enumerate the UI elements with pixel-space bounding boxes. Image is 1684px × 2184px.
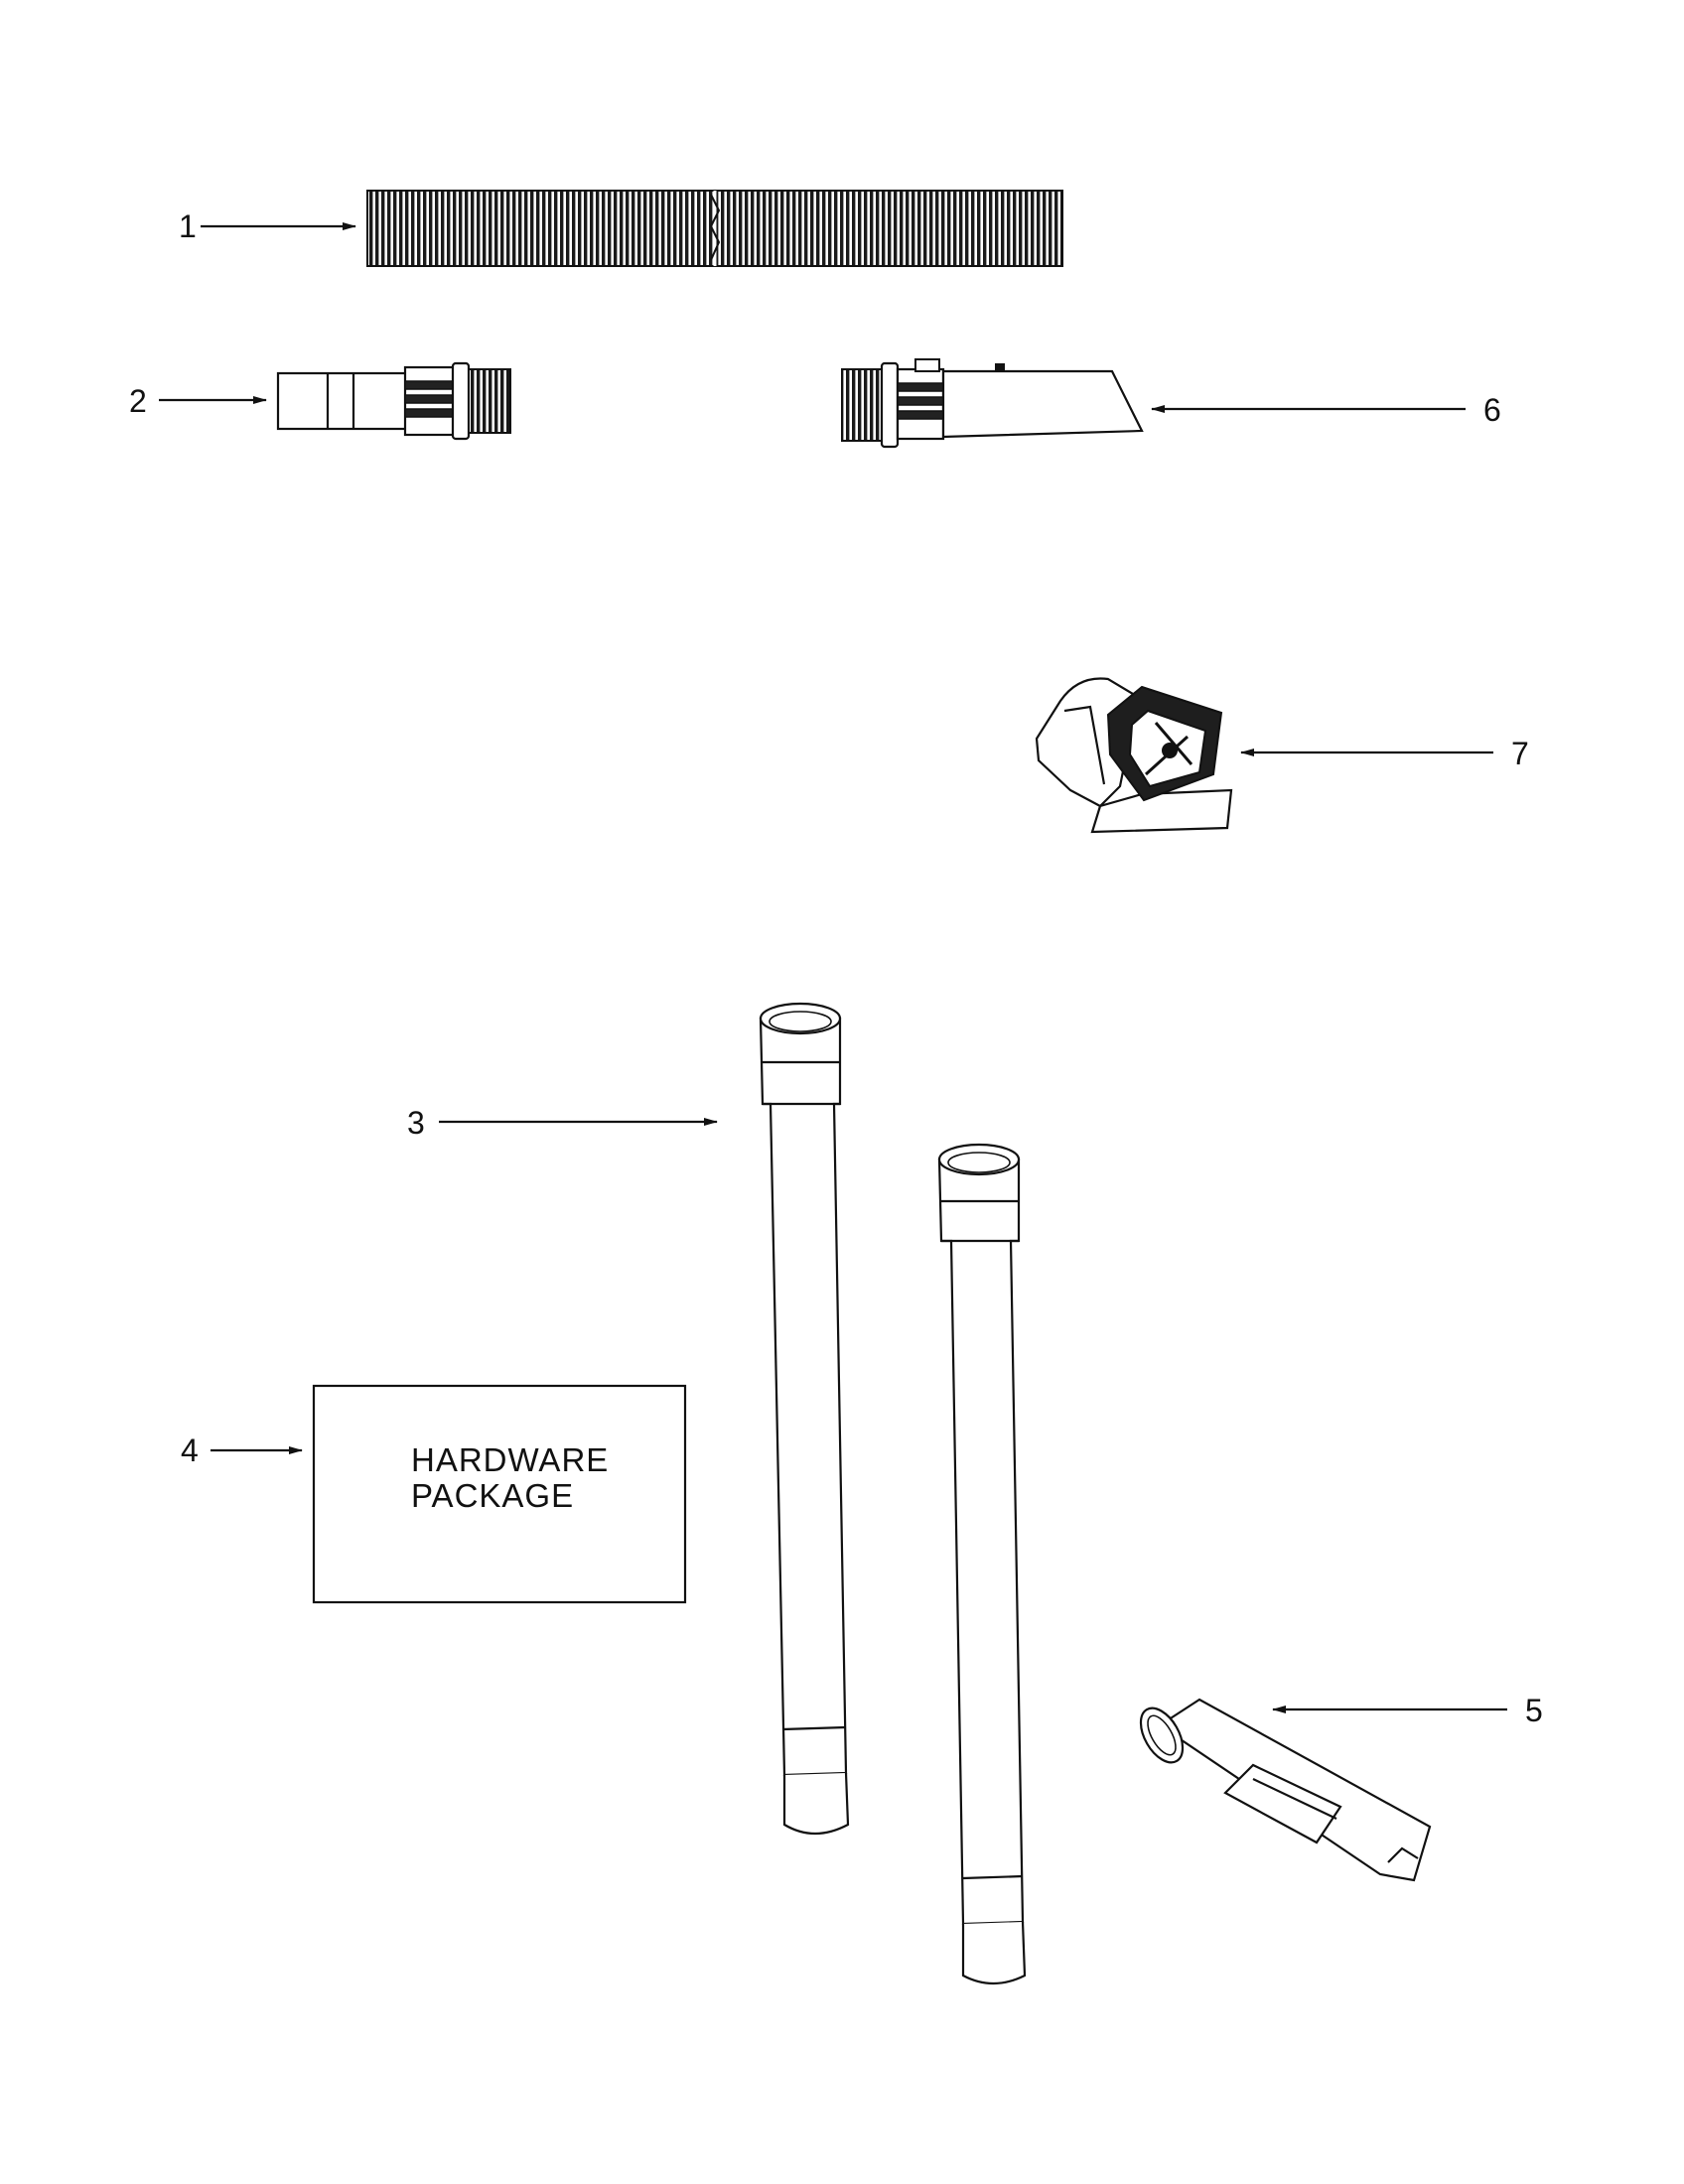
callout-3: 3 bbox=[407, 1105, 718, 1141]
dusting-brush-part bbox=[1035, 677, 1233, 834]
callout-1: 1 bbox=[179, 208, 356, 244]
hardware-package-line1: HARDWARE bbox=[411, 1441, 609, 1478]
hose-end-nozzle-part bbox=[841, 358, 1144, 449]
crevice-tool-part bbox=[1139, 1698, 1432, 1882]
hardware-package-line2: PACKAGE bbox=[411, 1477, 574, 1514]
callout-4-label: 4 bbox=[181, 1433, 199, 1468]
callout-6: 6 bbox=[1151, 392, 1501, 428]
hardware-package-part: HARDWARE PACKAGE bbox=[312, 1384, 687, 1604]
callout-6-label: 6 bbox=[1483, 392, 1501, 428]
callout-2: 2 bbox=[129, 383, 267, 419]
callout-5-label: 5 bbox=[1525, 1693, 1543, 1728]
callout-7: 7 bbox=[1240, 736, 1529, 771]
callout-4: 4 bbox=[181, 1433, 303, 1468]
callout-5: 5 bbox=[1272, 1693, 1543, 1728]
callout-1-label: 1 bbox=[179, 208, 197, 244]
extension-wand-right-part bbox=[937, 1143, 1027, 1985]
callout-3-label: 3 bbox=[407, 1105, 425, 1141]
hose-adapter-part bbox=[276, 361, 511, 441]
callout-7-label: 7 bbox=[1511, 736, 1529, 771]
flexible-hose-part bbox=[366, 190, 1063, 267]
extension-wand-left-part bbox=[759, 1002, 850, 1835]
callout-2-label: 2 bbox=[129, 383, 147, 419]
